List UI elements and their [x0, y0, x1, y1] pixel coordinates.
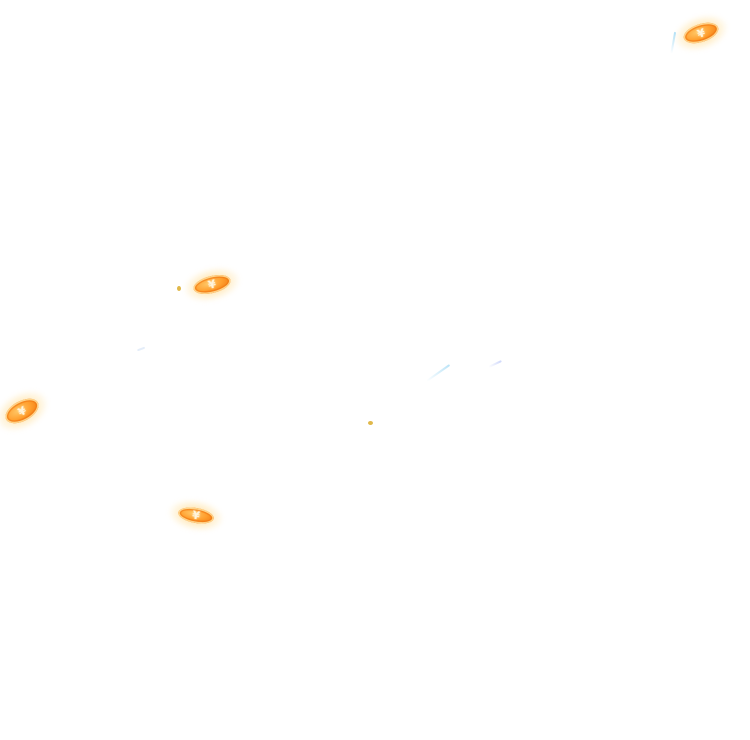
light-streak	[426, 364, 450, 382]
coin-face: ¥	[176, 504, 216, 527]
yen-symbol: ¥	[206, 277, 218, 292]
yen-symbol: ¥	[15, 403, 29, 419]
coin-icon: ¥	[0, 381, 56, 441]
light-streak	[136, 346, 146, 351]
coin-face: ¥	[681, 18, 721, 48]
coin-glow	[165, 495, 227, 536]
coin-icon: ¥	[165, 495, 227, 536]
yen-symbol: ¥	[191, 508, 201, 523]
gold-sparkle	[177, 286, 181, 291]
light-streak	[670, 31, 676, 54]
coin-glow	[669, 8, 733, 58]
coin-icon: ¥	[179, 261, 245, 308]
gold-sparkle	[368, 421, 373, 425]
coin-glow	[0, 381, 56, 441]
coin-icon: ¥	[669, 8, 733, 58]
coin-face: ¥	[191, 271, 233, 298]
light-streak	[488, 360, 502, 368]
yen-symbol: ¥	[695, 25, 707, 41]
coin-glow	[179, 261, 245, 308]
coin-face: ¥	[1, 393, 43, 429]
